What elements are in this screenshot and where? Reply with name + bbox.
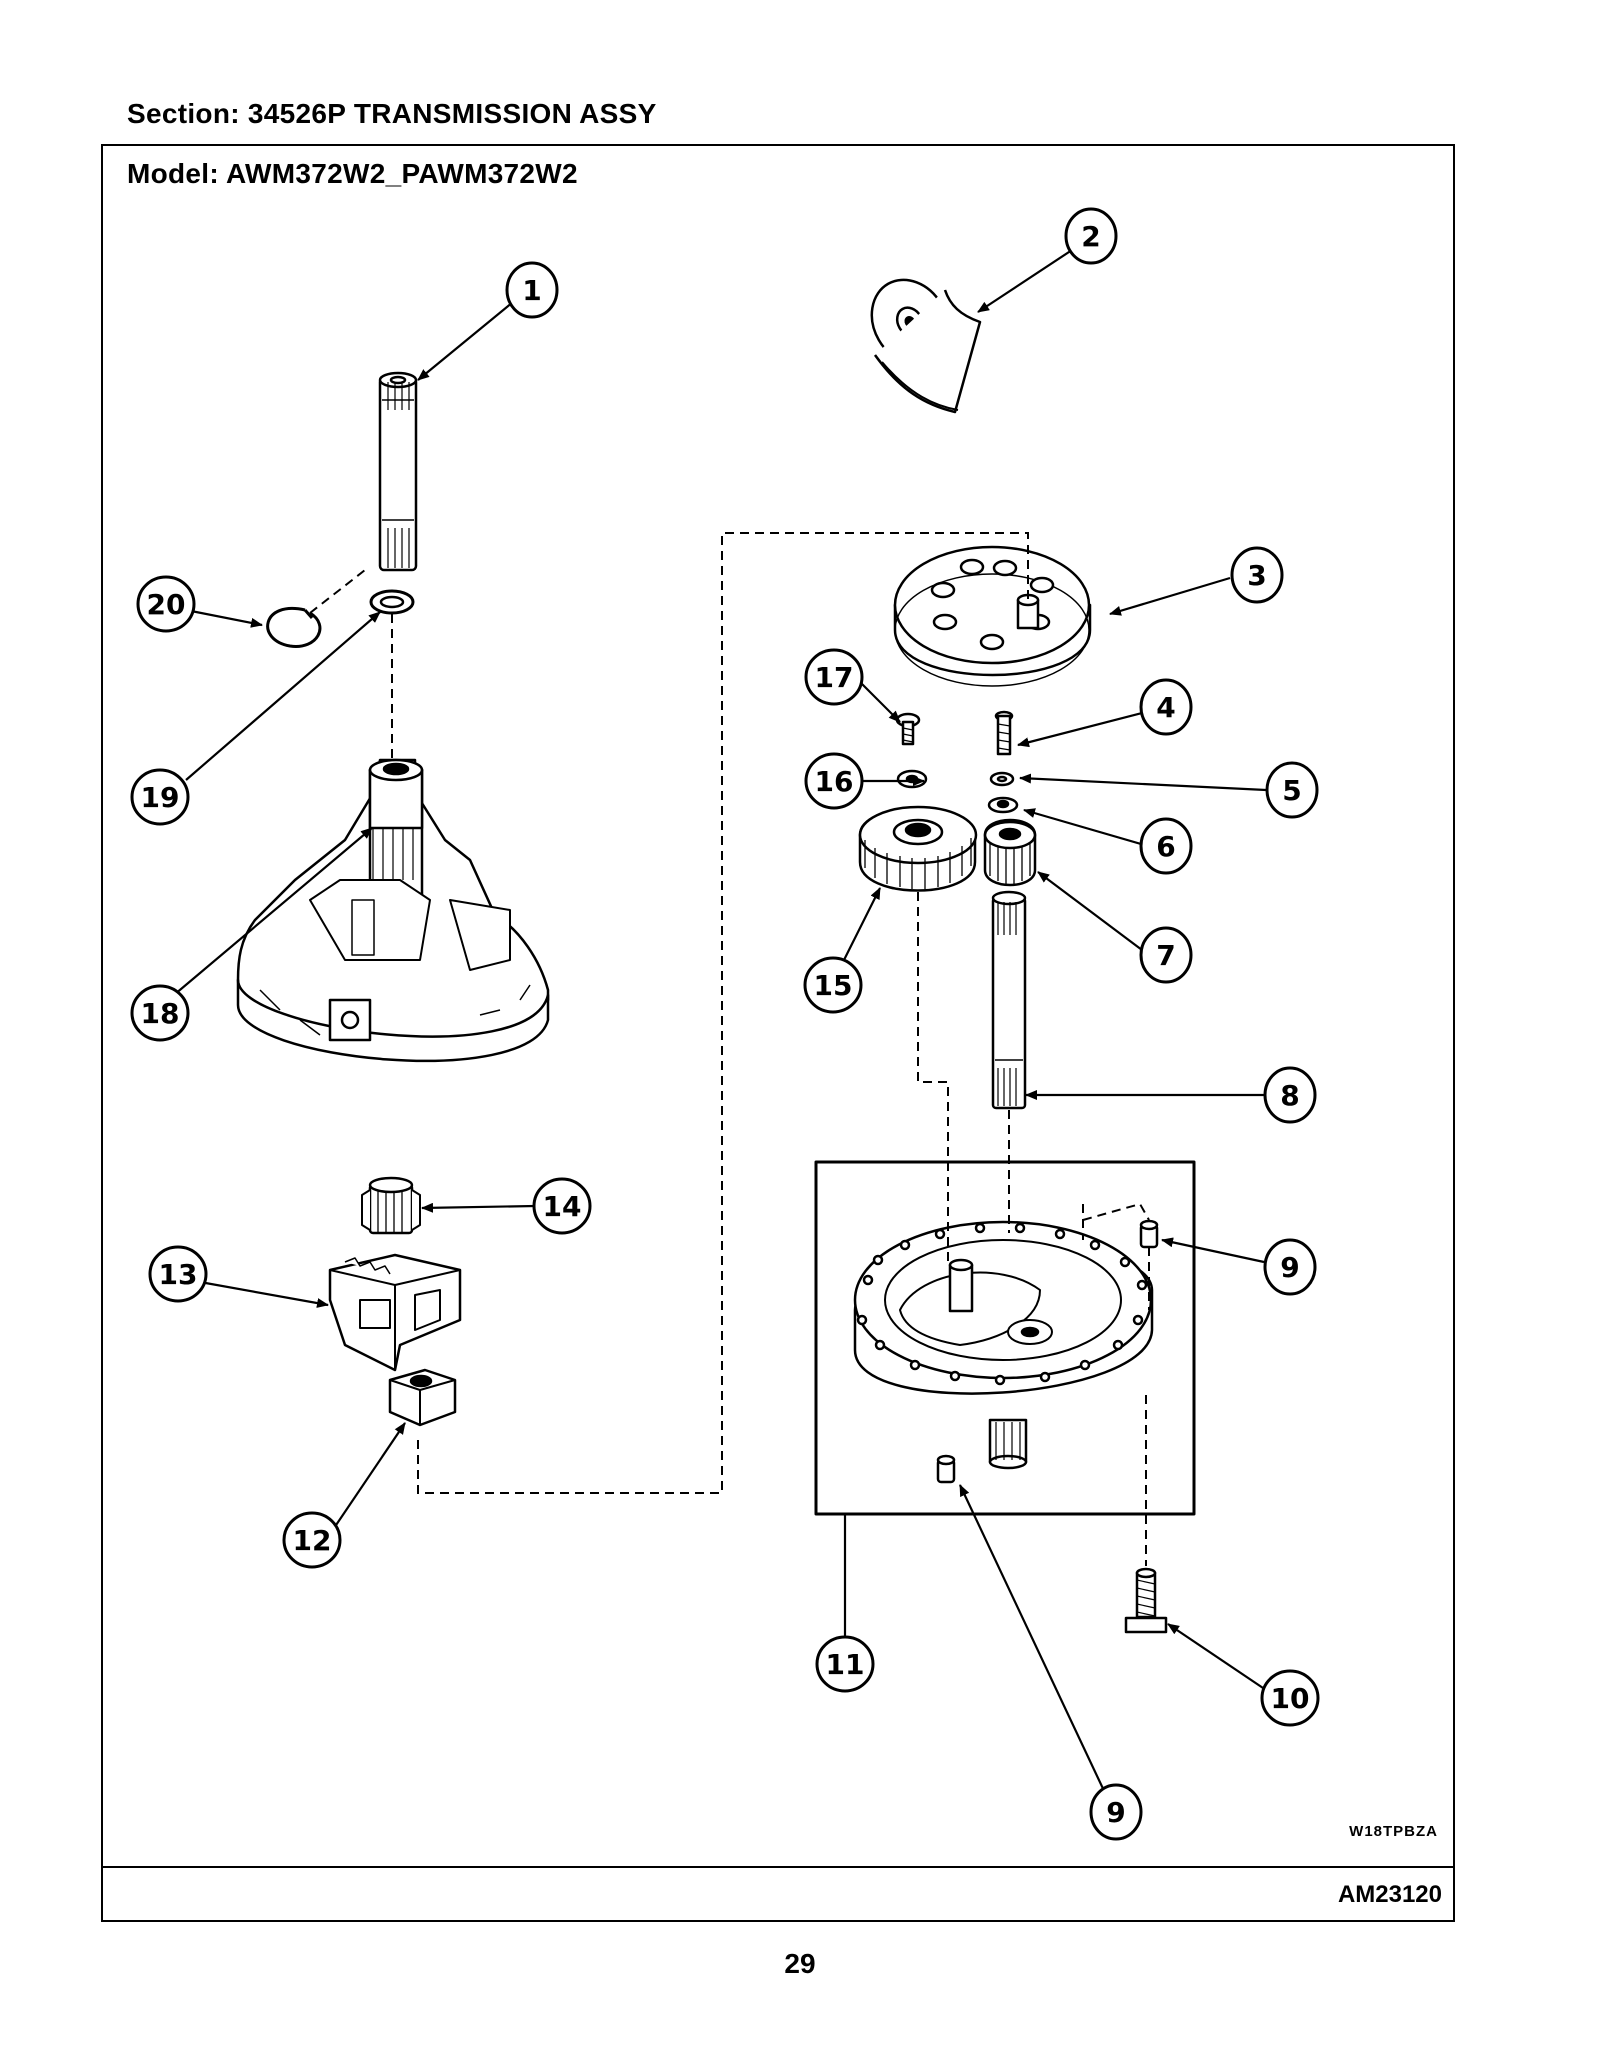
callout-9-upper: 9 [1263,1238,1317,1296]
part-8-shaft [991,890,1027,1110]
model-title: Model: AWM372W2_PAWM372W2 [127,158,578,189]
svg-text:5: 5 [1282,774,1301,807]
part-4-stud [994,710,1014,756]
part-18-transmission-housing [236,758,550,1063]
page-number: 29 [784,1948,816,1979]
svg-text:6: 6 [1156,830,1175,863]
part-7-idler-gear [983,818,1037,887]
svg-text:12: 12 [293,1524,332,1557]
svg-text:13: 13 [159,1258,198,1291]
svg-text:20: 20 [147,588,186,621]
svg-text:4: 4 [1156,691,1175,724]
svg-text:11: 11 [826,1648,865,1681]
svg-text:9: 9 [1106,1796,1125,1829]
callout-12: 12 [282,1511,342,1569]
footer-divider [101,1866,1455,1868]
part-13-rack-block [328,1253,462,1372]
svg-text:2: 2 [1081,220,1100,253]
svg-text:1: 1 [522,274,541,307]
svg-text:15: 15 [814,969,853,1002]
part-9-dowel-pin-upper [1139,1219,1159,1249]
callout-4: 4 [1139,678,1193,736]
svg-text:9: 9 [1280,1251,1299,1284]
section-title: Section: 34526P TRANSMISSION ASSY [127,98,657,129]
callout-20: 20 [136,575,196,633]
drawing-code: W18TPBZA [1349,1823,1438,1840]
callout-10: 10 [1260,1669,1320,1727]
callout-1: 1 [505,261,559,319]
svg-text:8: 8 [1280,1079,1299,1112]
svg-text:17: 17 [815,661,854,694]
callout-19: 19 [130,768,190,826]
svg-text:19: 19 [141,781,180,814]
callout-14: 14 [532,1177,592,1235]
part-6-washer [987,796,1019,814]
callout-9-lower: 9 [1089,1783,1143,1841]
part-16-nut [896,769,928,789]
callout-17: 17 [804,648,864,706]
callout-7: 7 [1139,926,1193,984]
callout-balloons: 1 2 3 4 5 6 7 8 [130,207,1320,1841]
part-10-bolt [1124,1567,1168,1634]
part-19-washer [369,589,415,615]
callout-3: 3 [1230,546,1284,604]
callout-13: 13 [148,1245,208,1303]
part-1-shaft [378,371,418,572]
svg-text:3: 3 [1247,559,1266,592]
part-17-screw [895,712,921,746]
callout-18: 18 [130,984,190,1042]
callout-6: 6 [1139,817,1193,875]
callout-2: 2 [1064,207,1118,265]
svg-text:7: 7 [1156,939,1175,972]
part-9-dowel-pin-lower [936,1454,956,1484]
part-20-snap-ring [266,606,322,648]
callout-5: 5 [1265,761,1319,819]
svg-text:16: 16 [815,765,854,798]
part-12-block [388,1368,457,1427]
diagram-frame [101,144,1455,1922]
part-11-case-assembly [814,1160,1196,1516]
part-5-washer [989,771,1015,787]
svg-text:14: 14 [543,1190,582,1223]
alignment-lines [309,532,1150,1566]
callout-8: 8 [1263,1066,1317,1124]
svg-text:18: 18 [141,997,180,1030]
part-3-pulley [893,545,1092,687]
callout-15: 15 [803,956,863,1014]
leader-lines [167,249,1267,1796]
callout-16: 16 [804,752,864,810]
callout-11: 11 [815,1635,875,1693]
part-14-pinion-gear [361,1176,421,1235]
part-2-filter [870,278,982,414]
part-15-drive-gear [858,805,978,892]
reference-code: AM23120 [1337,1881,1442,1908]
svg-text:10: 10 [1271,1682,1310,1715]
